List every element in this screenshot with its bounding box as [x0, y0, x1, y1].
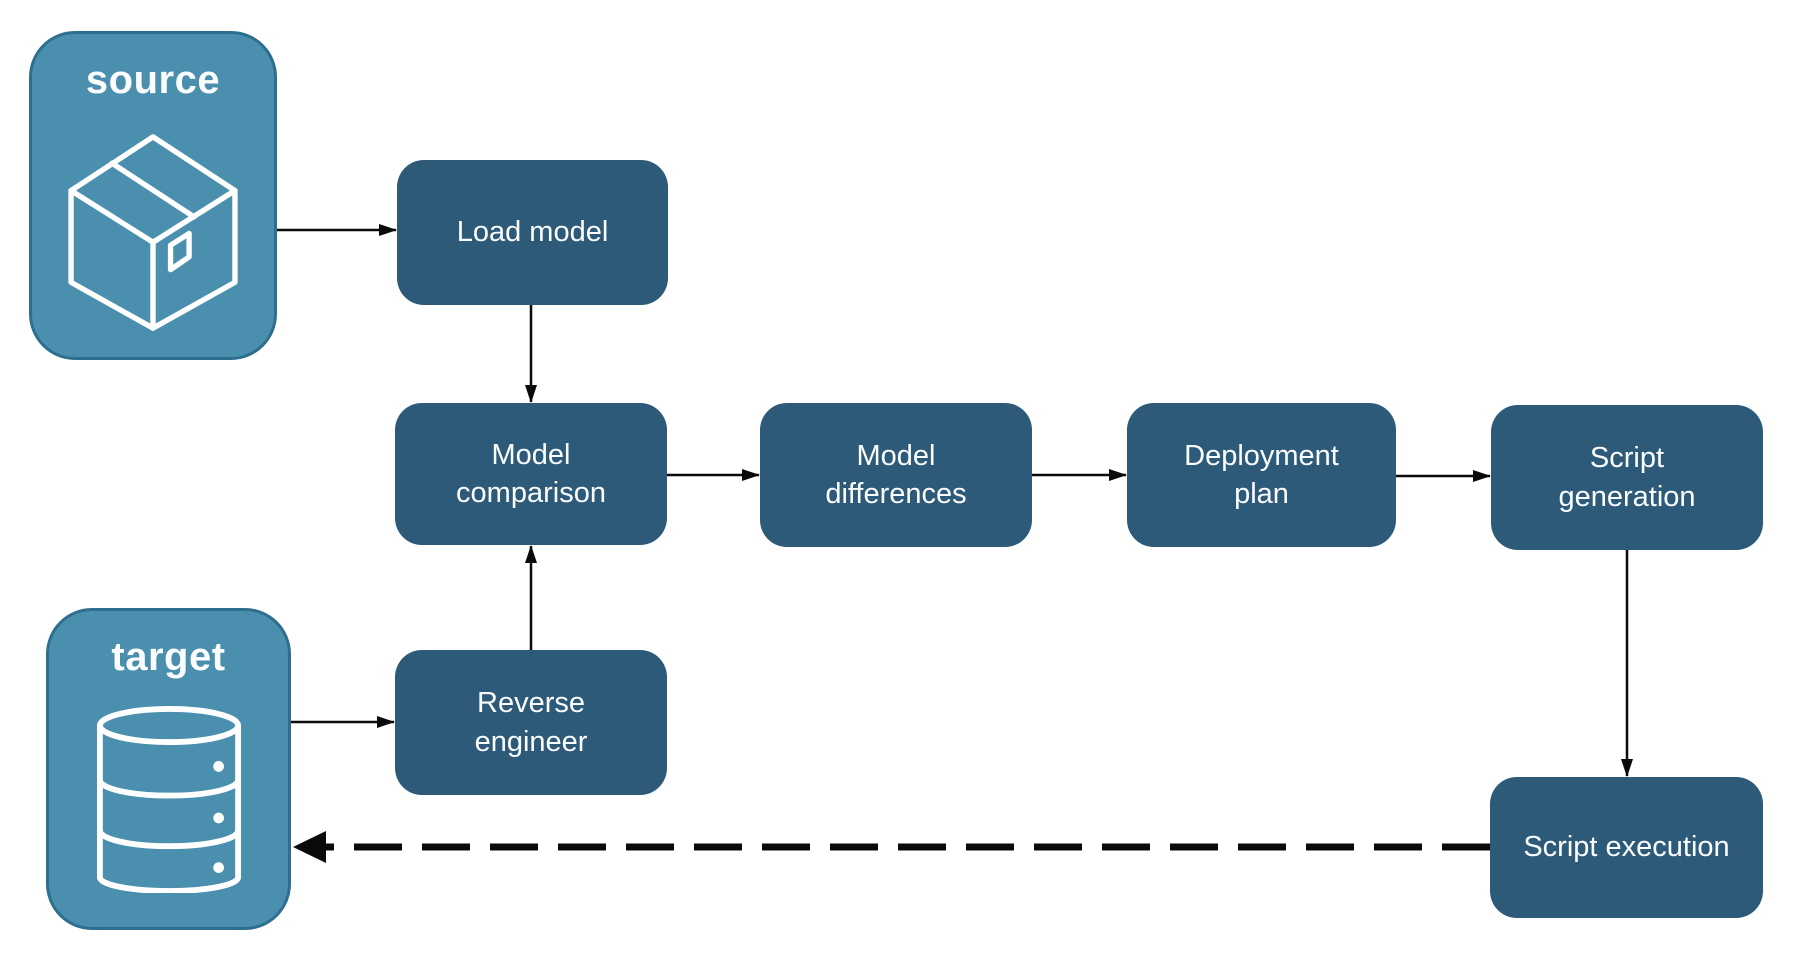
node-script-execution-label: Script execution [1523, 831, 1730, 864]
node-model-differences: Model differences [760, 403, 1032, 547]
node-load-model-label: Load model [456, 216, 609, 249]
node-model-comparison-label: Model comparison [456, 438, 606, 509]
node-deployment-plan-label: Deployment plan [1184, 439, 1339, 510]
edge-script-execution-to-target [293, 831, 1490, 863]
node-reverse-engineer: Reverse engineer [395, 650, 667, 795]
node-script-generation-label: Script generation [1558, 442, 1696, 513]
node-script-generation: Script generation [1491, 405, 1763, 550]
node-load-model: Load model [397, 160, 668, 305]
package-icon [68, 134, 238, 331]
node-model-comparison: Model comparison [395, 403, 667, 545]
database-dots [212, 761, 224, 873]
container-target: target [46, 608, 291, 930]
container-source-label: source [85, 58, 221, 102]
node-reverse-engineer-label: Reverse engineer [474, 687, 588, 758]
node-model-differences-label: Model differences [825, 439, 967, 510]
container-target-label: target [111, 635, 226, 679]
container-source: source [29, 31, 277, 360]
node-deployment-plan: Deployment plan [1127, 403, 1396, 547]
database-icon [96, 706, 241, 893]
node-script-execution: Script execution [1490, 777, 1763, 918]
